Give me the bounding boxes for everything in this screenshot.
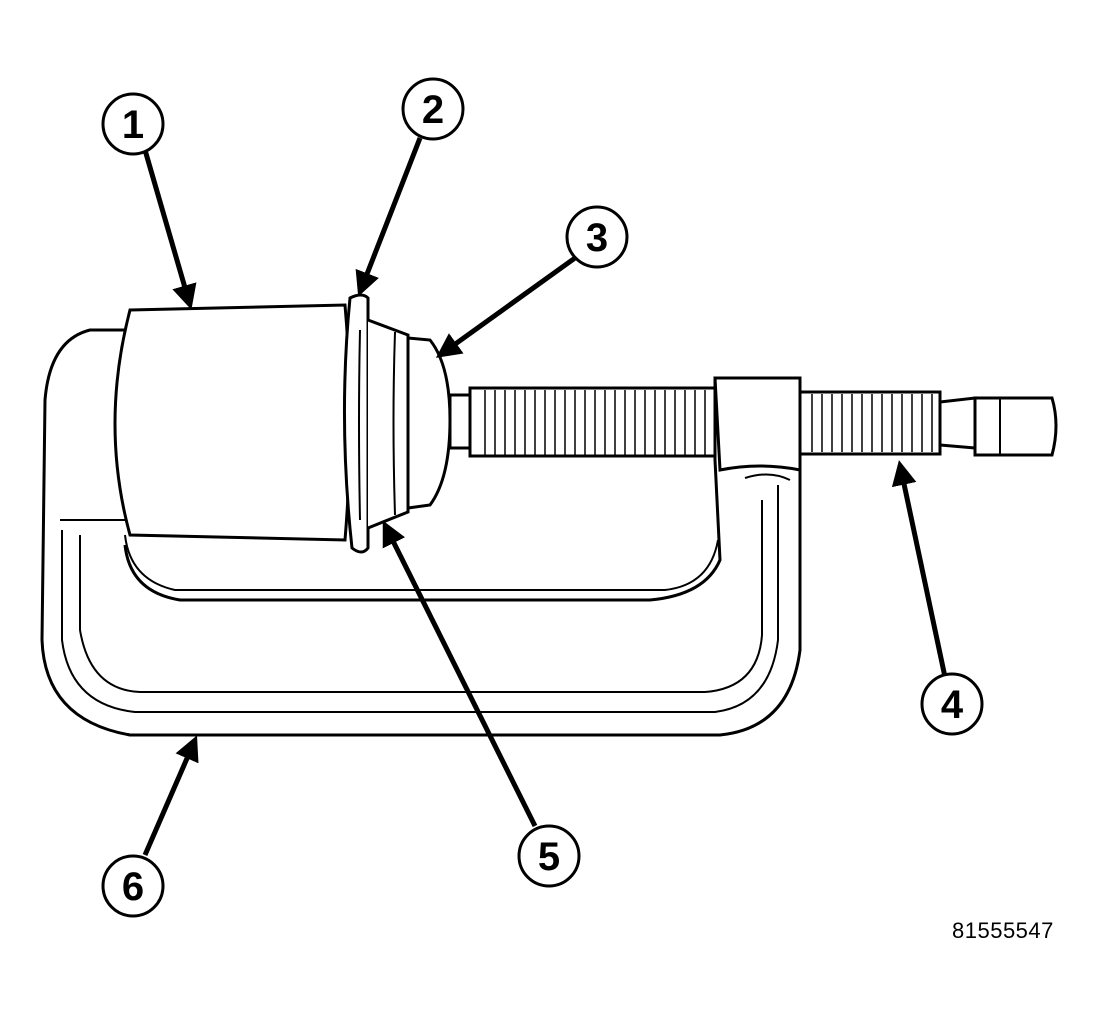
c-frame xyxy=(40,328,802,737)
callout-2-label: 2 xyxy=(422,88,444,132)
callout-6-label: 6 xyxy=(122,865,144,909)
flanged-bushing xyxy=(342,293,410,554)
frame-screw-boss xyxy=(713,376,802,472)
screw-threads-left xyxy=(484,390,706,455)
callout-3: 3 xyxy=(565,205,629,269)
figure-id: 81555547 xyxy=(952,918,1054,943)
callout-4: 4 xyxy=(920,672,984,736)
leader-arrow-5 xyxy=(382,520,538,828)
leader-arrow-2 xyxy=(355,137,423,297)
leader-arrow-1 xyxy=(142,149,197,310)
leader-arrow-4 xyxy=(891,460,948,678)
installer-disc xyxy=(406,336,472,510)
callout-3-label: 3 xyxy=(586,216,608,260)
callout-1-label: 1 xyxy=(122,103,144,147)
leader-arrows xyxy=(142,137,948,856)
callout-4-label: 4 xyxy=(941,683,964,727)
callout-6: 6 xyxy=(101,854,165,918)
callout-2: 2 xyxy=(401,77,465,141)
screw-threads-right xyxy=(811,394,933,452)
receiver-cup xyxy=(113,303,352,542)
callout-1: 1 xyxy=(101,92,165,156)
leader-arrow-6 xyxy=(142,735,199,856)
callout-5-label: 5 xyxy=(538,835,560,879)
leader-arrow-3 xyxy=(435,255,577,358)
callout-5: 5 xyxy=(517,824,581,888)
